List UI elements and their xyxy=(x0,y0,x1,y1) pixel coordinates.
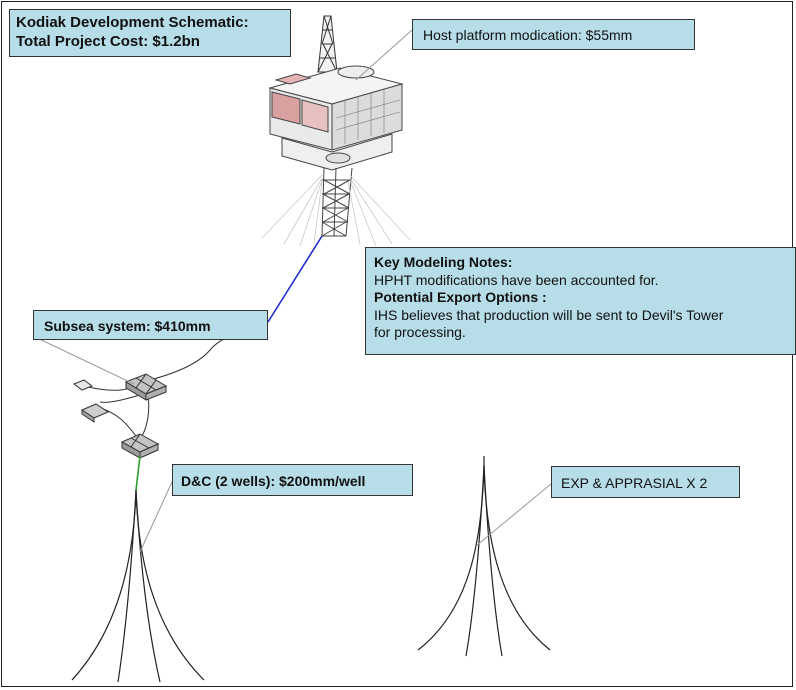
notes-line-3: for processing. xyxy=(374,324,466,340)
exploration-wells xyxy=(417,456,551,657)
subsea-system-illustration xyxy=(72,321,269,459)
title-callout: Kodiak Development Schematic: Total Proj… xyxy=(9,9,291,57)
leader-lines xyxy=(32,29,552,553)
host-platform-illustration xyxy=(261,15,411,247)
dc-label: D&C (2 wells): $200mm/well xyxy=(181,473,366,489)
platform-jacket xyxy=(321,167,353,237)
key-modeling-notes-callout: Key Modeling Notes: HPHT modifications h… xyxy=(365,247,796,355)
development-wells xyxy=(71,489,205,683)
subsea-manifold xyxy=(124,373,168,401)
drilling-completion-callout: D&C (2 wells): $200mm/well xyxy=(172,464,413,496)
subsea-label: Subsea system: $410mm xyxy=(44,318,211,334)
drilling-derrick xyxy=(317,15,338,73)
host-platform-label: Host platform modication: $55mm xyxy=(423,27,633,43)
title-line-1: Kodiak Development Schematic: xyxy=(16,14,249,31)
export-flowline xyxy=(267,235,323,323)
exploration-appraisal-callout: EXP & APPRASIAL X 2 xyxy=(551,466,740,498)
notes-line-1: HPHT modifications have been accounted f… xyxy=(374,271,659,288)
notes-heading: Key Modeling Notes: xyxy=(374,254,513,270)
well-connector xyxy=(135,455,141,491)
host-platform-callout: Host platform modication: $55mm xyxy=(412,19,695,50)
notes-line-2: IHS believes that production will be sen… xyxy=(374,306,724,323)
mooring-lines xyxy=(261,174,411,247)
subsea-callout: Subsea system: $410mm xyxy=(33,310,268,340)
well-template xyxy=(120,433,160,459)
export-options-heading: Potential Export Options : xyxy=(374,289,547,305)
platform-deck xyxy=(268,65,404,171)
exp-label: EXP & APPRASIAL X 2 xyxy=(561,475,708,491)
title-line-2: Total Project Cost: $1.2bn xyxy=(16,33,200,50)
